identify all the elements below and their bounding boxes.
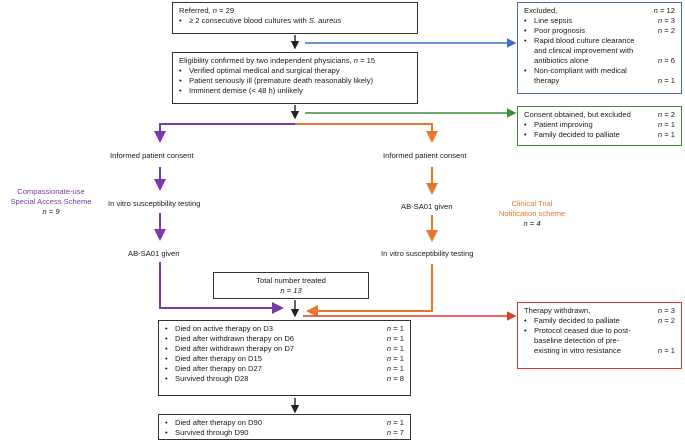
eligibility-item: •Patient seriously ill (premature death … xyxy=(179,76,374,85)
compassionate-line2: Special Access Scheme xyxy=(10,197,92,206)
eligibility-item: •Verified optimal medical and surgical t… xyxy=(179,66,340,75)
criteria-text: ≥ 2 consecutive blood cultures with xyxy=(189,16,309,25)
withdrawn-title: Therapy withdrawn, xyxy=(524,306,591,315)
compassionate-scheme-label: Compassionate-use Special Access Scheme … xyxy=(2,187,100,217)
eligibility-item: •Imminent demise (< 48 h) unlikely xyxy=(179,86,303,95)
referred-count: n = 29 xyxy=(212,6,235,15)
consent-excluded-title: Consent obtained, but excluded xyxy=(524,110,631,119)
consent-excluded-count: n = 2 xyxy=(657,110,675,119)
excluded-item: •Rapid blood culture clearance and clini… xyxy=(524,36,675,65)
arrow-purple-split xyxy=(154,123,295,143)
criteria-organism: S. aureus xyxy=(308,16,342,25)
left-consent-label: Informed patient consent xyxy=(110,151,194,160)
withdrawn-count: n = 3 xyxy=(657,306,675,315)
left-given-label: AB-SA01 given xyxy=(128,249,180,258)
eligibility-title: Eligibility confirmed by two independent… xyxy=(179,56,354,65)
clinical-trial-count: n = 4 xyxy=(523,219,541,228)
right-consent-label: Informed patient consent xyxy=(383,151,467,160)
compassionate-count: n = 9 xyxy=(42,207,60,216)
referred-criteria: • ≥ 2 consecutive blood cultures with S.… xyxy=(179,16,342,25)
withdrawn-box: Therapy withdrawn, n = 3 •Family decided … xyxy=(517,302,682,369)
excluded-count: n = 12 xyxy=(653,6,675,15)
right-given-label: AB-SA01 given xyxy=(401,202,453,211)
total-treated-label: Total number treated xyxy=(256,276,326,285)
eligibility-count: n = 15 xyxy=(353,56,376,65)
clinical-trial-line2: Notification scheme xyxy=(498,209,566,218)
excluded-title: Excluded, xyxy=(524,6,558,15)
total-treated-count: n = 13 xyxy=(280,286,302,295)
eligibility-box: Eligibility confirmed by two independent… xyxy=(172,52,418,104)
clinical-trial-line1: Clinical Trial xyxy=(511,199,553,208)
left-testing-label: In vitro susceptibility testing xyxy=(108,199,201,208)
total-treated-box: Total number treated n = 13 xyxy=(213,272,369,299)
referred-box: Referred, n = 29 • ≥ 2 consecutive blood… xyxy=(172,2,418,34)
right-testing-label: In vitro susceptibility testing xyxy=(381,249,474,258)
referred-label: Referred, xyxy=(179,6,213,15)
arrow-purple-to-total xyxy=(159,262,284,314)
consent-excluded-box: Consent obtained, but excluded n = 2 •Pat… xyxy=(517,106,682,146)
clinical-trial-scheme-label: Clinical Trial Notification scheme n = 4 xyxy=(482,199,582,229)
arrow-orange-split xyxy=(295,123,438,143)
arrow-orange-to-total xyxy=(306,264,433,317)
withdrawn-item: •Protocol ceased due to post-baseline de… xyxy=(524,326,675,355)
compassionate-line1: Compassionate-use xyxy=(17,187,85,196)
